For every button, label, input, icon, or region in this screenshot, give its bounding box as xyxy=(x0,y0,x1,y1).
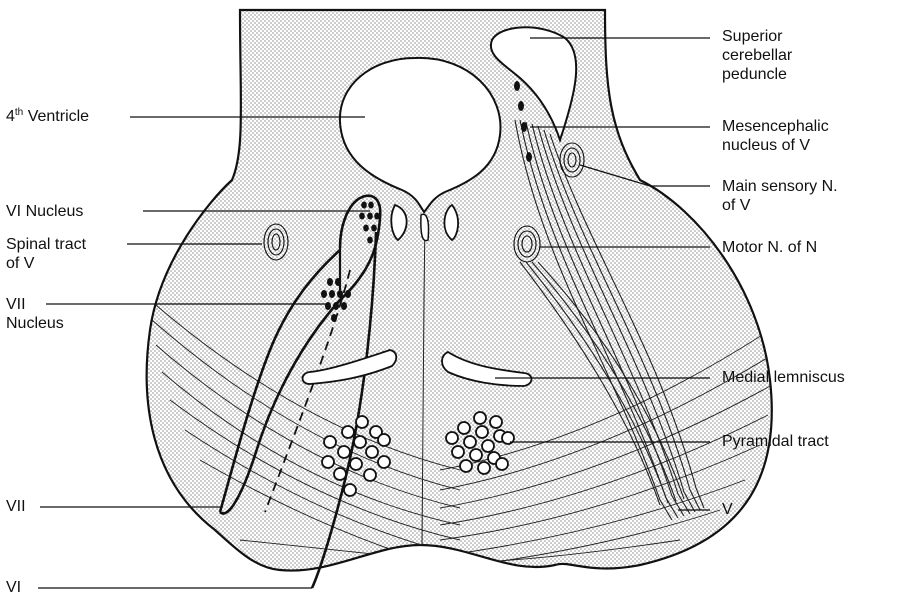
label-4th-ventricle: 4th Ventricle xyxy=(6,107,89,126)
label-line: VII xyxy=(6,497,26,516)
median-eminence-right xyxy=(444,205,458,240)
label-line: VI Nucleus xyxy=(6,202,83,221)
label-medial-lemniscus: Medial lemniscus xyxy=(722,368,845,387)
label-line: nucleus of V xyxy=(722,136,829,155)
label-line: Superior xyxy=(722,27,792,46)
label-superior-cerebellar-peduncle: Superior cerebellar peduncle xyxy=(722,27,792,84)
label-line: VI xyxy=(6,578,21,597)
label-vii-nucleus: VII Nucleus xyxy=(6,295,64,333)
label-motor-nucleus: Motor N. of N xyxy=(722,238,817,257)
label-spinal-tract-of-v: Spinal tract of V xyxy=(6,235,86,273)
label-4th-num: 4 xyxy=(6,108,15,125)
label-line: of V xyxy=(6,254,86,273)
label-line: Motor N. of N xyxy=(722,238,817,257)
label-vii: VII xyxy=(6,497,26,516)
label-line: Pyramidal tract xyxy=(722,432,829,451)
label-line: V xyxy=(722,500,733,519)
label-line: peduncle xyxy=(722,65,792,84)
label-line: Medial lemniscus xyxy=(722,368,845,387)
label-mesencephalic-nucleus: Mesencephalic nucleus of V xyxy=(722,117,829,155)
label-line: of V xyxy=(722,196,838,215)
label-vi: VI xyxy=(6,578,21,597)
label-main-sensory-nucleus: Main sensory N. of V xyxy=(722,177,838,215)
label-line: cerebellar xyxy=(722,46,792,65)
label-line: Mesencephalic xyxy=(722,117,829,136)
midline-ridge xyxy=(421,214,429,240)
label-vi-nucleus: VI Nucleus xyxy=(6,202,83,221)
label-line: Spinal tract xyxy=(6,235,86,254)
label-pyramidal-tract: Pyramidal tract xyxy=(722,432,829,451)
label-ventricle-text: Ventricle xyxy=(28,108,89,125)
label-line: Main sensory N. xyxy=(722,177,838,196)
label-line: Nucleus xyxy=(6,314,64,333)
label-line: VII xyxy=(6,295,64,314)
label-v: V xyxy=(722,500,733,519)
label-4th-sup: th xyxy=(15,107,23,118)
